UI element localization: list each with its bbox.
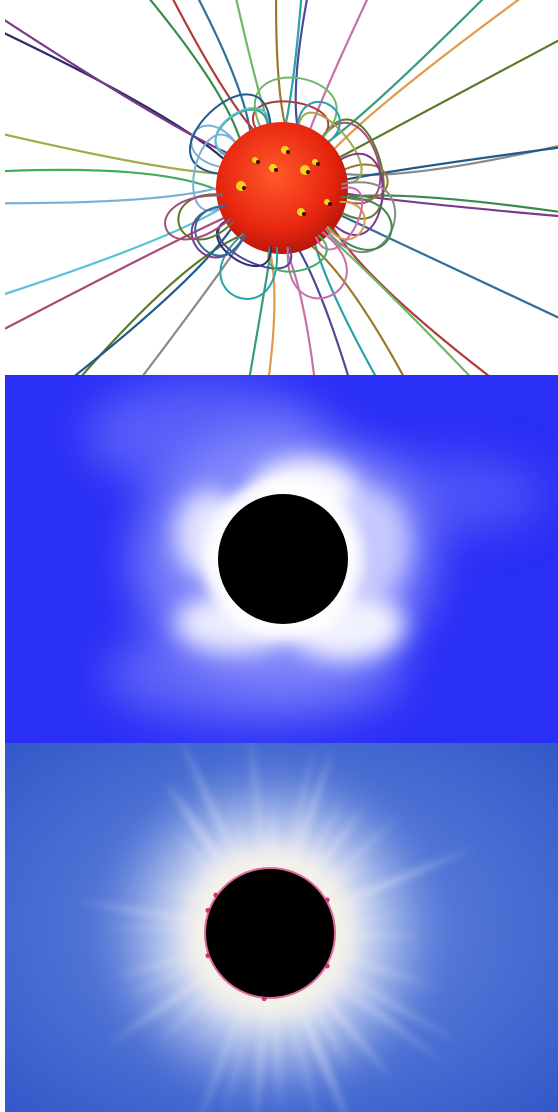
sun-disk: [216, 122, 348, 254]
open-field-line: [329, 0, 558, 163]
open-field-line: [5, 232, 252, 376]
simulated-corona-image: [5, 375, 558, 743]
sunspot: [328, 202, 332, 206]
eclipse-photo-image: [5, 743, 558, 1112]
open-field-line: [296, 0, 365, 138]
open-field-line: [335, 192, 558, 228]
sunspot: [256, 160, 260, 164]
prominence: [262, 996, 267, 1001]
open-field-line: [30, 230, 250, 375]
sunspot: [302, 212, 306, 216]
magnetic-field-image: [5, 0, 558, 375]
open-field-line: [5, 0, 239, 158]
open-field-line: [86, 0, 262, 139]
eclipse-photo-panel: [5, 743, 558, 1112]
sunspot: [274, 168, 278, 172]
open-field-line: [276, 0, 288, 136]
open-field-line: [293, 240, 406, 375]
sunspot: [316, 162, 320, 166]
sunspot: [242, 186, 246, 190]
sunspot: [306, 170, 310, 174]
occulting-disk: [218, 494, 348, 624]
simulated-corona-panel: [5, 375, 558, 743]
magnetic-field-panel: [5, 0, 558, 375]
moon-disk: [206, 869, 334, 997]
sunspot: [286, 150, 290, 154]
open-field-line: [283, 0, 314, 135]
open-field-line: [318, 0, 558, 149]
open-field-line: [210, 240, 273, 375]
open-field-line: [326, 0, 558, 158]
